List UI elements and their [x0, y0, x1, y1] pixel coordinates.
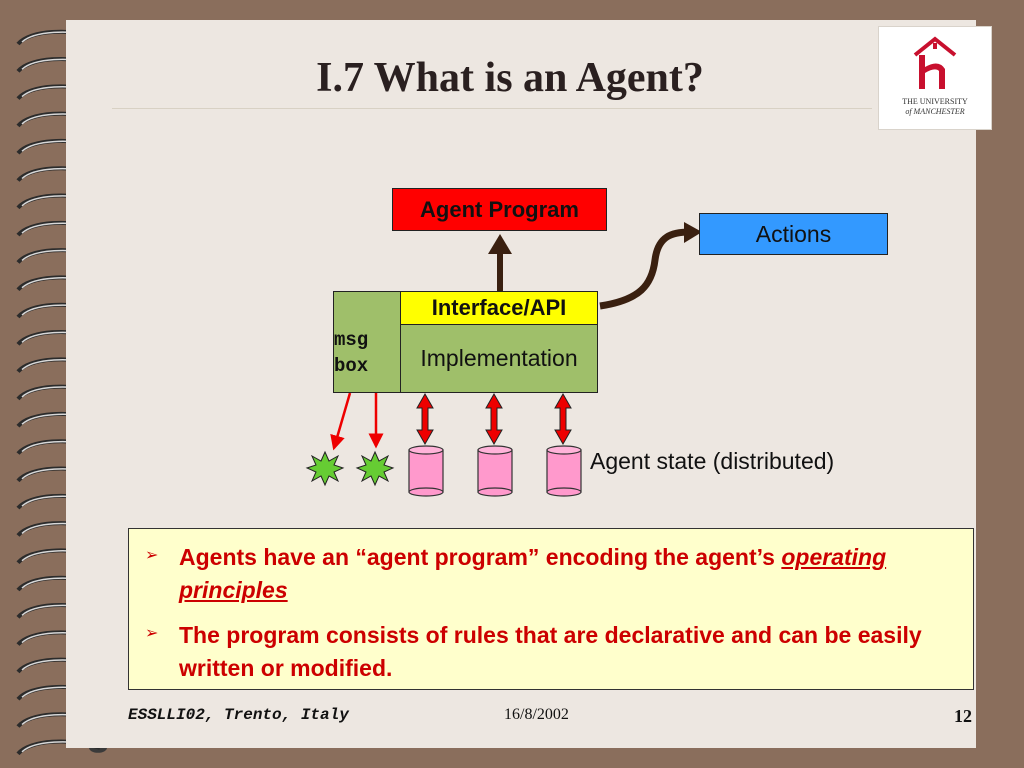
- footer-venue: ESSLLI02, Trento, Italy: [128, 706, 349, 724]
- agent-state-label: Agent state (distributed): [590, 448, 835, 474]
- bullet-item: ➢ The program consists of rules that are…: [145, 619, 953, 685]
- bullet-arrow-icon: ➢: [145, 625, 159, 642]
- msgbox-line-1: msg: [334, 329, 369, 351]
- msg-box: msg box: [333, 291, 401, 393]
- bullet-item: ➢ Agents have an “agent program” encodin…: [145, 541, 953, 607]
- actions-box: Actions: [699, 213, 888, 255]
- bullet-1-text: Agents have an “agent program” encoding …: [179, 544, 782, 570]
- msgbox-line-2: box: [334, 355, 369, 377]
- university-crest-icon: [913, 36, 957, 89]
- footer-date: 16/8/2002: [504, 706, 569, 723]
- slide-title: I.7 What is an Agent?: [316, 55, 704, 101]
- bullet-panel: ➢ Agents have an “agent program” encodin…: [128, 528, 974, 690]
- bullet-1-emphasis: operating principles: [179, 544, 887, 603]
- page-number: 12: [954, 706, 972, 726]
- logo-line-2: of MANCHESTER: [905, 107, 965, 116]
- university-logo: THE UNIVERSITY of MANCHESTER: [878, 26, 992, 130]
- title-divider: [112, 108, 872, 109]
- bullet-arrow-icon: ➢: [145, 547, 159, 564]
- bullet-2-text: The program consists of rules that are d…: [179, 622, 922, 681]
- interface-api-box: Interface/API: [400, 291, 598, 325]
- logo-line-1: THE UNIVERSITY: [902, 97, 968, 106]
- agent-program-box: Agent Program: [392, 188, 607, 231]
- implementation-box: Implementation: [400, 324, 598, 393]
